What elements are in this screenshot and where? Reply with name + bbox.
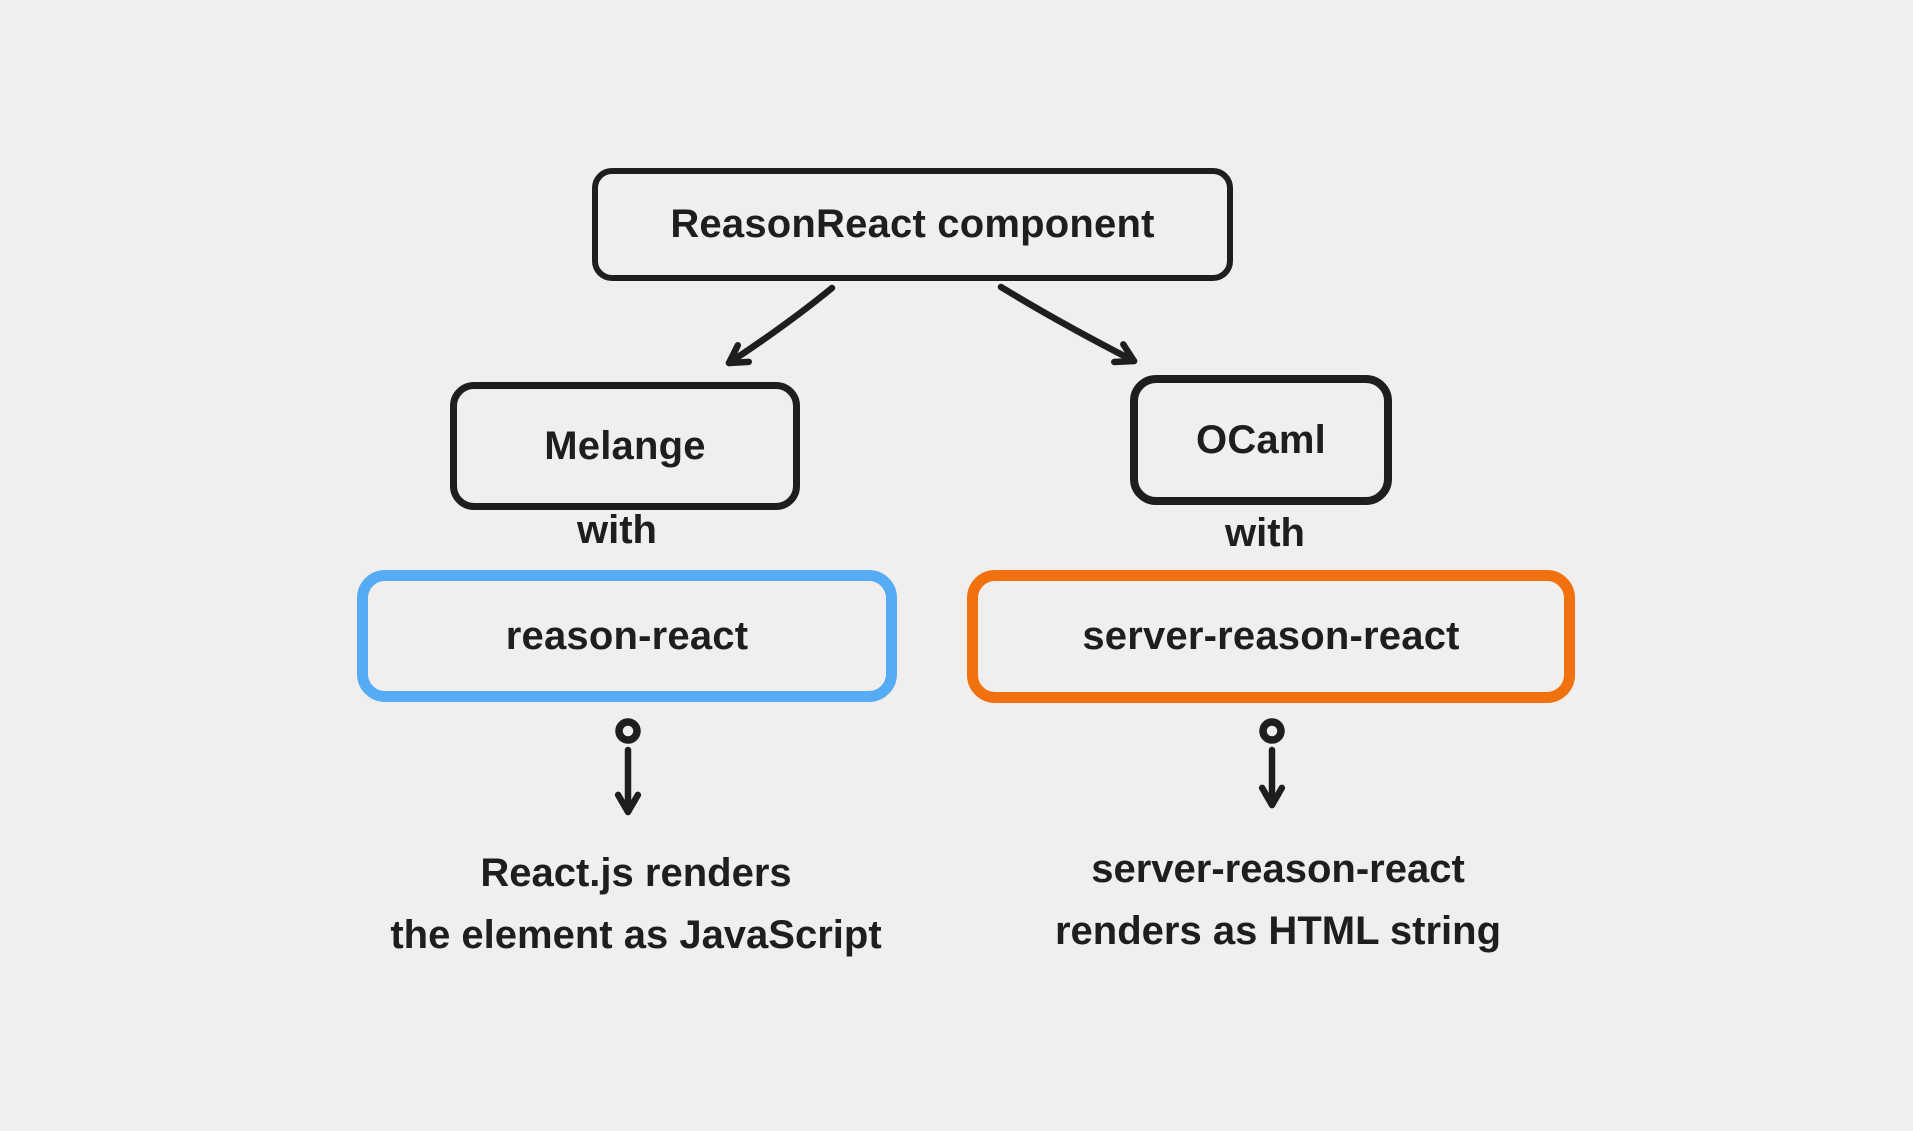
node-reason-react: reason-react [357, 570, 897, 702]
node-reason-react-label: reason-react [505, 613, 749, 658]
node-melange: Melange [450, 382, 800, 510]
connector-dot-icon [1259, 718, 1285, 744]
node-ocaml-label: OCaml [1196, 417, 1326, 462]
node-ocaml: OCaml [1130, 375, 1392, 505]
arrow-reason-react-to-caption-icon [614, 718, 642, 816]
node-melange-label: Melange [544, 423, 706, 468]
node-reasonreact-component-label: ReasonReact component [670, 202, 1155, 246]
node-server-reason-react-label: server-reason-react [1082, 614, 1460, 658]
node-server-reason-react: server-reason-react [967, 570, 1575, 703]
caption-server-renders: server-reason-react renders as HTML stri… [958, 838, 1598, 962]
caption-right-line2: renders as HTML string [1054, 909, 1502, 953]
caption-left-line2: the element as JavaScript [390, 913, 882, 957]
caption-right-line1: server-reason-react [1091, 847, 1465, 891]
caption-left-line1: React.js renders [480, 851, 792, 895]
label-with-left: with [577, 508, 657, 552]
arrow-root-to-melange-icon [725, 284, 836, 367]
label-with-right: with [1225, 511, 1305, 555]
arrow-root-to-ocaml-icon [997, 283, 1138, 366]
caption-reactjs-renders: React.js renders the element as JavaScri… [316, 842, 956, 966]
node-reasonreact-component: ReasonReact component [592, 168, 1233, 281]
arrow-server-reason-react-to-caption-icon [1258, 718, 1286, 809]
connector-dot-icon [615, 718, 641, 744]
